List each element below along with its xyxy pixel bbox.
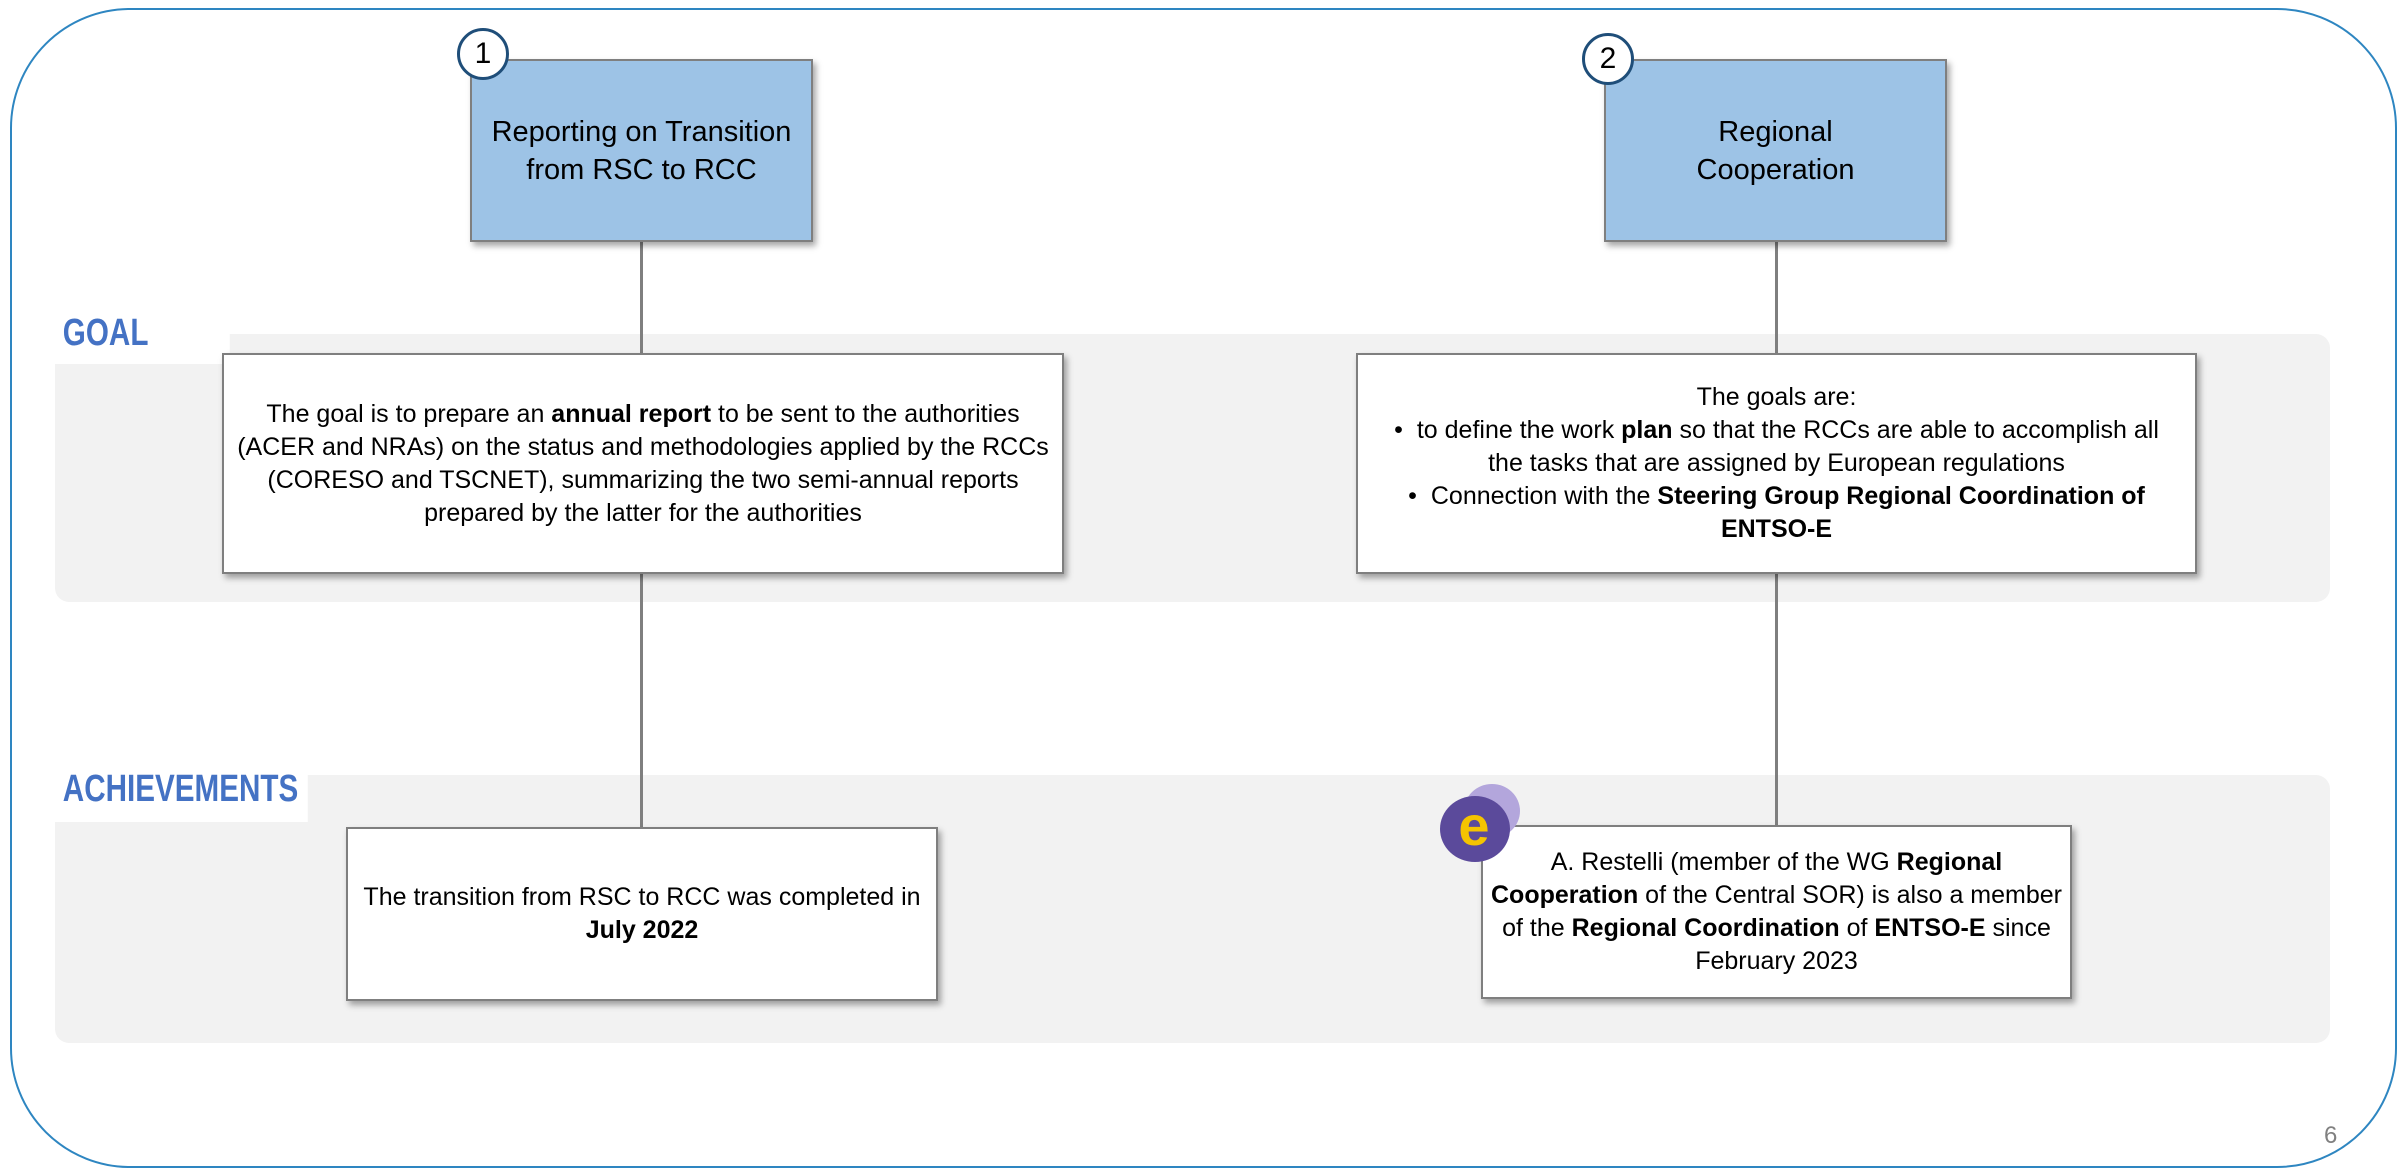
bullet-dot: • [1408,482,1417,510]
goals-intro: The goals are: [1696,383,1857,411]
goal-text-line: (CORESO and TSCNET), summarizing the two… [267,465,1019,494]
connector-1-bottom [640,572,643,829]
connector-2-top [1775,240,1778,355]
logo-letter: e [1458,794,1489,857]
achievement-text-line: Cooperation of the Central SOR) is also … [1491,881,2062,909]
page-number: 6 [2324,1122,2338,1149]
title-line-2: from RSC to RCC [526,153,757,186]
title-box-regional-cooperation: Regional Cooperation [1604,59,1947,242]
goal-box-regional-cooperation: The goals are: • to define the work plan… [1356,353,2197,574]
entsoe-logo-icon: e [1440,784,1520,862]
achievements-section-label: ACHIEVEMENTS [55,770,308,822]
connector-2-bottom [1775,572,1778,827]
achievement-text-line: of the Regional Coordination of ENTSO-E … [1502,914,2051,942]
title-line-1: Regional [1718,115,1833,148]
goal-text-line: The goal is to prepare an annual report … [266,399,1020,428]
number-badge-1: 1 [457,28,509,80]
goal-text-line: (ACER and NRAs) on the status and method… [237,432,1049,461]
goal-bullet-1: • to define the work plan so that the RC… [1394,414,2159,447]
connector-1-top [640,240,643,355]
achievement-box-reporting-transition: The transition from RSC to RCC was compl… [346,827,938,1001]
goal-bullet-1-cont: the tasks that are assigned by European … [1488,449,2065,477]
goal-section-label: GOAL [55,312,230,364]
title-line-1: Reporting on Transition [491,115,792,148]
achievement-text-line: July 2022 [585,916,699,944]
logo-front-circle [1440,796,1510,862]
title-line-2: Cooperation [1696,153,1855,186]
goal-bullet-2-cont: ENTSO-E [1720,515,1833,543]
title-box-reporting-transition: Reporting on Transition from RSC to RCC [470,59,813,242]
number-badge-2: 2 [1582,33,1634,85]
goal-text-line: prepared by the latter for the authoriti… [424,498,862,527]
bullet-dot: • [1394,416,1403,444]
achievement-box-regional-cooperation: A. Restelli (member of the WG Regional C… [1481,825,2072,999]
achievement-text-line: The transition from RSC to RCC was compl… [363,883,921,911]
achievement-text-line: February 2023 [1695,947,1858,975]
achievement-text-line: A. Restelli (member of the WG Regional [1550,848,2003,876]
goal-bullet-2: • Connection with the Steering Group Reg… [1408,480,2145,513]
goal-box-reporting-transition: The goal is to prepare an annual report … [222,353,1064,574]
